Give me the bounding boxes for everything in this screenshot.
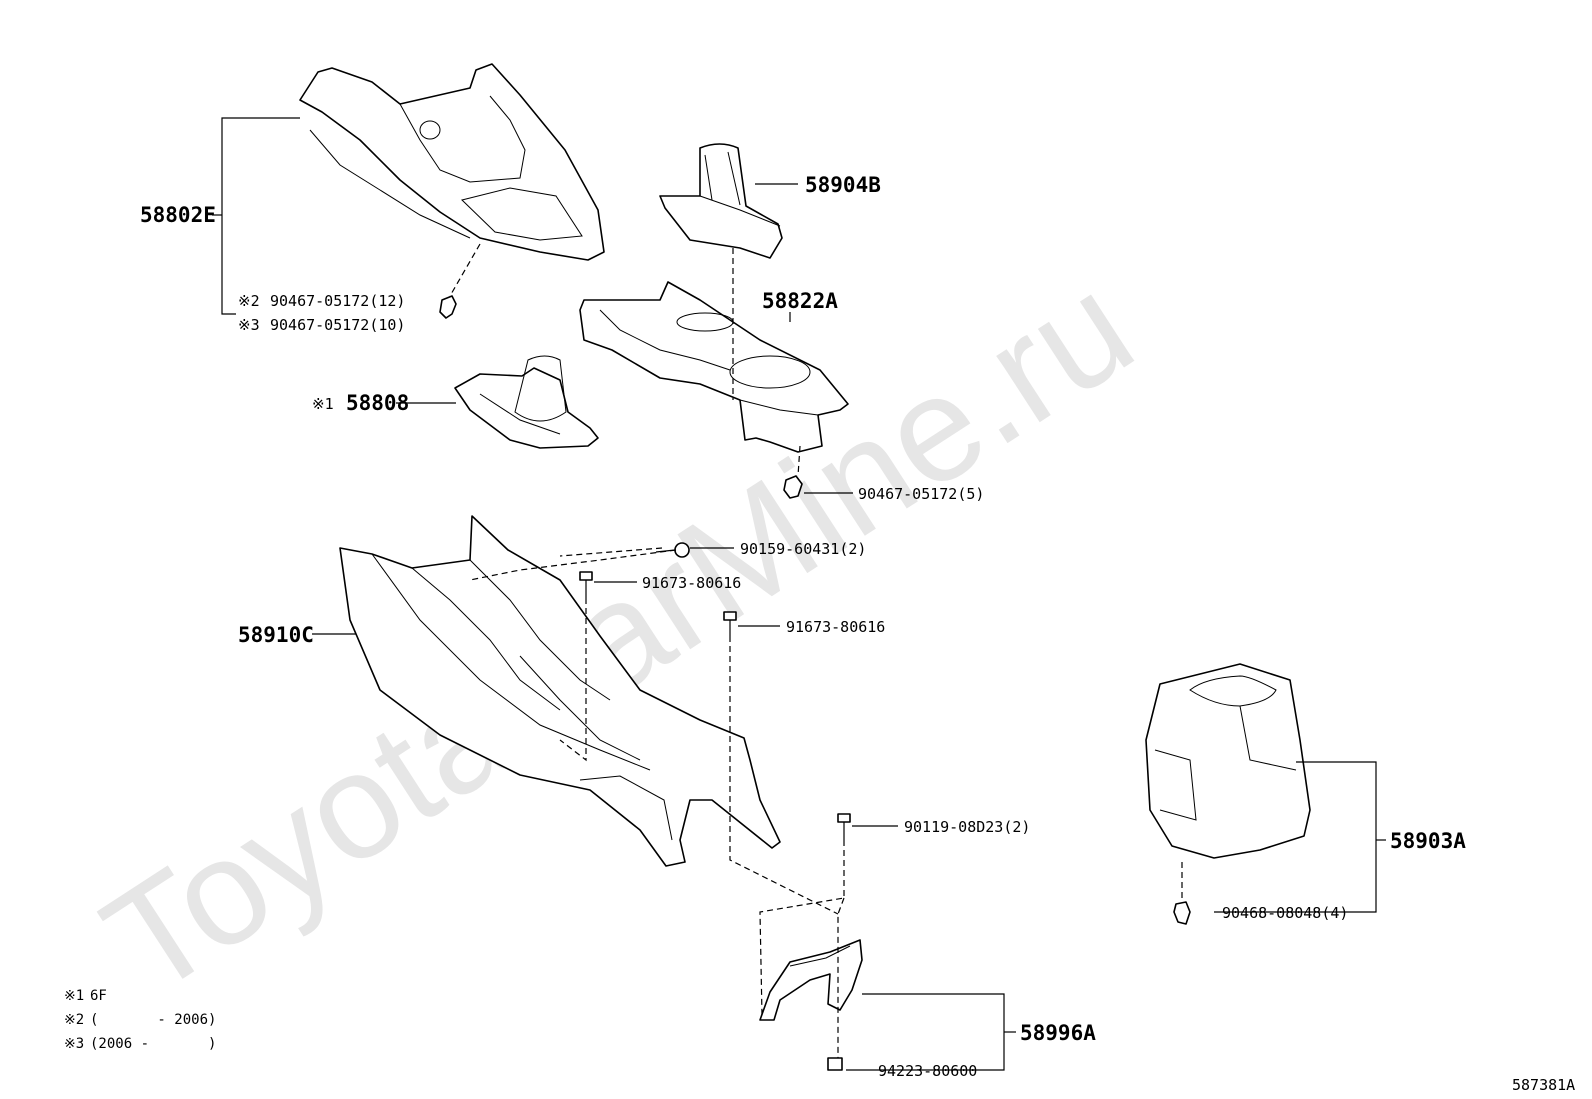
legend-mark-1: ※1 [64,988,84,1004]
label-58903A: 58903A [1390,829,1466,853]
fastener-nut-94223 [827,1057,843,1071]
part-58903A-drawing [1145,663,1311,859]
mark-3-label: ※3 [238,316,260,334]
label-58904B: 58904B [805,173,881,197]
leader-lines [212,117,1386,1071]
dashed-assembly-lines [449,243,1183,1058]
part-58910C-drawing [339,515,781,867]
fastener-clip-90468 [1173,901,1191,925]
label-90467-05172-10: 90467-05172(10) [270,316,405,334]
label-90119-08D23: 90119-08D23(2) [904,818,1030,836]
diagram-id: 587381A [1512,1076,1575,1094]
label-91673-80616-a: 91673-80616 [642,574,741,592]
label-58822A: 58822A [762,289,838,313]
part-58808-drawing [454,355,599,449]
legend-mark-3: ※3 [64,1036,84,1052]
mark-2-label: ※2 [238,292,260,310]
legend-text-1: 6F [90,988,107,1004]
legend: ※1 6F ※2 ( - 2006) ※3 (2006 - ) [64,988,216,1052]
part-58802E-drawing [299,63,605,261]
label-91673-80616-b: 91673-80616 [786,618,885,636]
label-90467-05172-5: 90467-05172(5) [858,485,984,503]
label-90467-05172-12: 90467-05172(12) [270,292,405,310]
label-58802E: 58802E [140,203,216,227]
label-90468-08048: 90468-08048(4) [1222,904,1348,922]
fastener-bolt-91673-b [723,611,737,636]
mark-1-label: ※1 [312,395,334,413]
label-58996A: 58996A [1020,1021,1096,1045]
label-94223-80600: 94223-80600 [878,1062,977,1080]
fastener-clip-90467-5 [783,475,803,499]
part-58996A-drawing [759,939,863,1021]
label-58808: 58808 [346,391,409,415]
legend-text-3: (2006 - ) [90,1036,216,1052]
fastener-bolt-91673-a [579,571,593,598]
part-58822A-drawing [579,281,849,453]
part-58904B-drawing [659,143,783,259]
label-90159-60431: 90159-60431(2) [740,540,866,558]
fastener-bolt-90119 [837,813,851,840]
label-58910C: 58910C [238,623,314,647]
legend-mark-2: ※2 [64,1012,84,1028]
fastener-clip-90467-12 [439,295,457,319]
legend-text-2: ( - 2006) [90,1012,216,1028]
